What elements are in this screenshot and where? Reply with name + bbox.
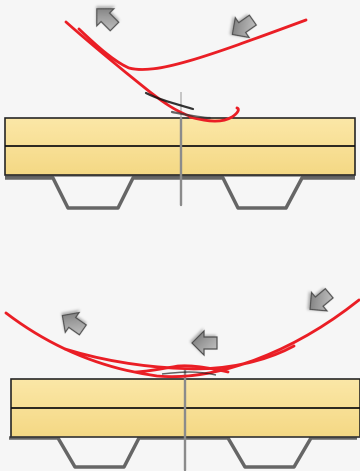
lower-panel (4, 283, 360, 471)
arrow-icon (87, 0, 124, 36)
upper-strip (64, 18, 308, 123)
lower-trapezoid-profile (9, 436, 357, 469)
arrow-icon (191, 330, 218, 356)
lower-strip (4, 298, 360, 379)
arrow-icon (301, 283, 338, 320)
upper-panel (4, 0, 356, 210)
arrow-icon (54, 305, 91, 341)
upper-trapezoid-profile (5, 176, 355, 210)
